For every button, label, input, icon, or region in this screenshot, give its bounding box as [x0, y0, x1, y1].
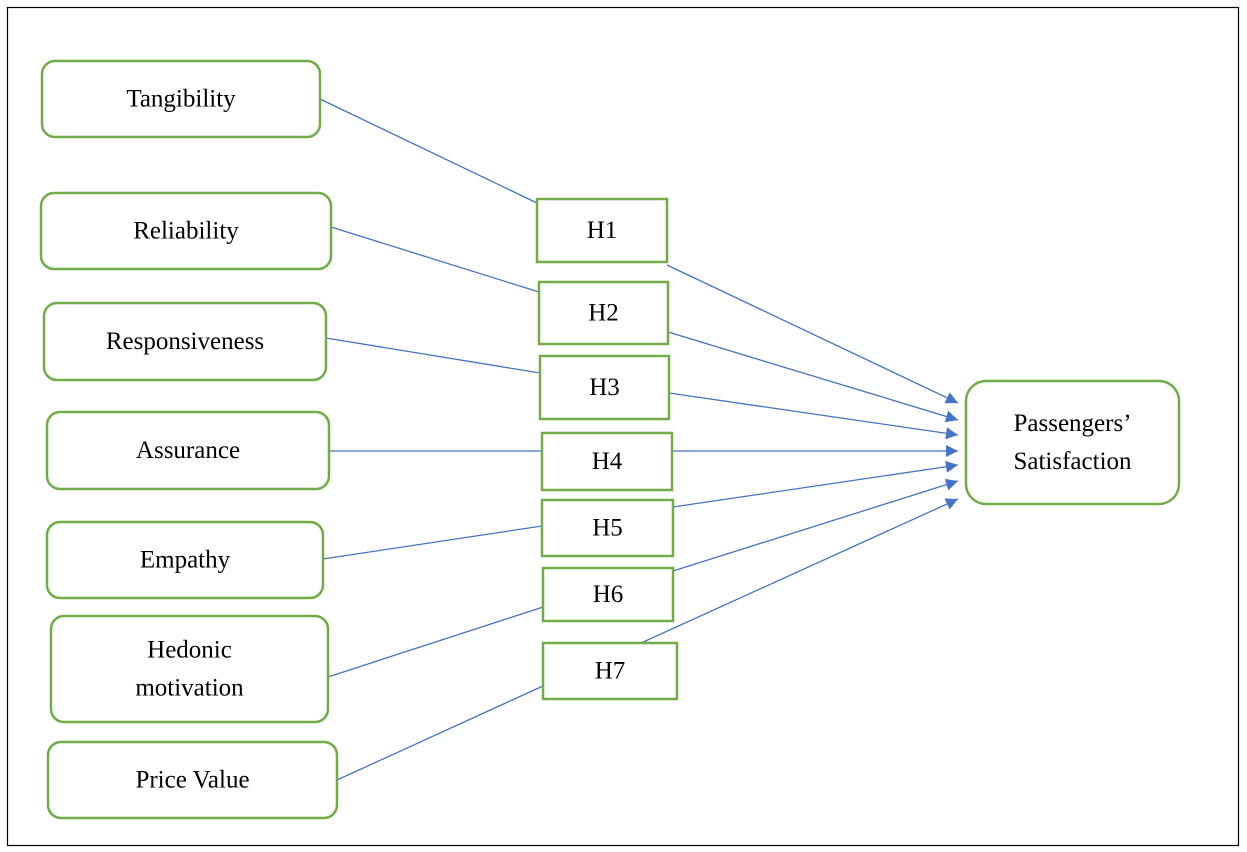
construct-label-2: Reliability	[133, 218, 239, 245]
connector-in-3	[325, 337, 541, 374]
hypothesis-box-1	[535, 197, 669, 264]
hypothesis-label-6: H6	[593, 581, 624, 608]
connector-arrow-5	[672, 460, 959, 508]
hypothesis-label-1: H1	[587, 217, 618, 244]
connector-arrow-6	[672, 478, 959, 572]
construct-label-6-line-1: Hedonic	[147, 637, 232, 664]
diagram-frame	[6, 6, 1240, 847]
construct-label-6-line-2: motivation	[135, 675, 244, 702]
construct-node-5	[45, 520, 325, 600]
construct-label-3: Responsiveness	[106, 328, 264, 355]
construct-label-1: Tangibility	[126, 86, 236, 113]
connector-arrow-7	[640, 498, 959, 644]
hypothesis-label-2: H2	[588, 300, 619, 327]
construct-nodes: TangibilityReliabilityResponsivenessAssu…	[39, 59, 339, 820]
connector-in-6	[327, 606, 544, 678]
outcome-node-box	[964, 379, 1181, 506]
hypothesis-box-5	[540, 498, 675, 558]
construct-node-2	[39, 191, 333, 271]
connector-in-5	[322, 525, 543, 560]
hypothesis-label-3: H3	[589, 374, 620, 401]
connector-in-7	[336, 685, 544, 781]
construct-node-1	[40, 59, 322, 139]
construct-node-7	[46, 740, 339, 820]
hypothesis-box-7	[541, 641, 679, 701]
hypothesis-box-2	[537, 280, 670, 346]
hypothesis-box-4	[540, 431, 674, 492]
hypothesis-label-4: H4	[592, 448, 623, 475]
connector-arrow-2	[667, 331, 959, 423]
connector-arrow-3	[668, 392, 959, 440]
hypothesis-box-6	[541, 566, 675, 623]
hypothesis-label-7: H7	[595, 658, 626, 685]
hypothesis-label-5: H5	[592, 515, 623, 542]
connector-lines	[319, 98, 959, 781]
outcome-label-line-2: Satisfaction	[1013, 448, 1132, 475]
connector-in-2	[330, 226, 540, 293]
connector-in-1	[319, 98, 538, 204]
construct-label-7: Price Value	[135, 767, 249, 794]
connector-arrow-1	[666, 264, 959, 404]
construct-node-4	[45, 410, 331, 491]
construct-node-3	[42, 301, 328, 382]
construct-label-4: Assurance	[136, 437, 240, 464]
construct-node-6	[49, 614, 330, 724]
construct-label-5: Empathy	[140, 547, 231, 574]
outcome-label-line-1: Passengers’	[1013, 410, 1131, 437]
hypothesis-box-3	[538, 354, 671, 421]
outcome-node: Passengers’ Satisfaction	[964, 379, 1181, 506]
